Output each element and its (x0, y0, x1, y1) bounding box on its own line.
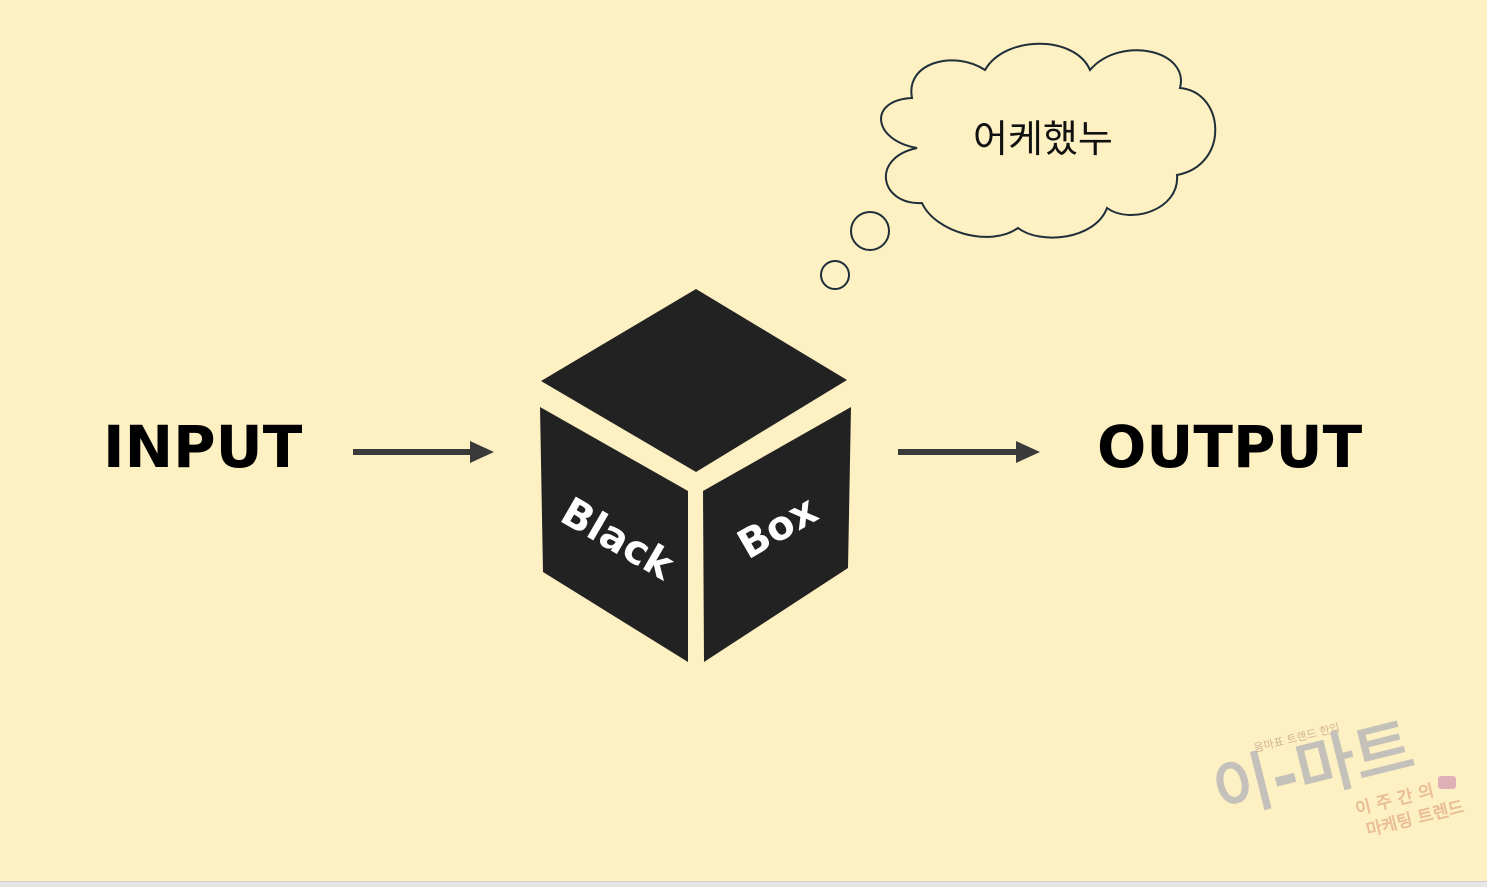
bottom-edge (0, 881, 1487, 887)
thought-dot-large (850, 211, 890, 251)
cube-right-face (703, 407, 851, 662)
cube-left-face (540, 407, 688, 662)
chat-icon (1438, 776, 1456, 789)
output-label: OUTPUT (1097, 413, 1363, 481)
black-box-cube-icon (540, 289, 851, 662)
thought-dot-small (820, 260, 850, 290)
thought-cloud-icon (880, 42, 1217, 239)
cube-top-face (541, 289, 847, 472)
input-label: INPUT (103, 413, 303, 481)
thought-bubble: 어케했누 (820, 42, 1217, 290)
arrow-right-icon (353, 441, 494, 463)
arrow-right-icon (898, 441, 1040, 463)
watermark-logo: 응마표 트렌드 한입 이-마트 이 주 간 의 마케팅 트렌드 (1206, 710, 1466, 841)
thought-text: 어케했누 (973, 117, 1113, 161)
